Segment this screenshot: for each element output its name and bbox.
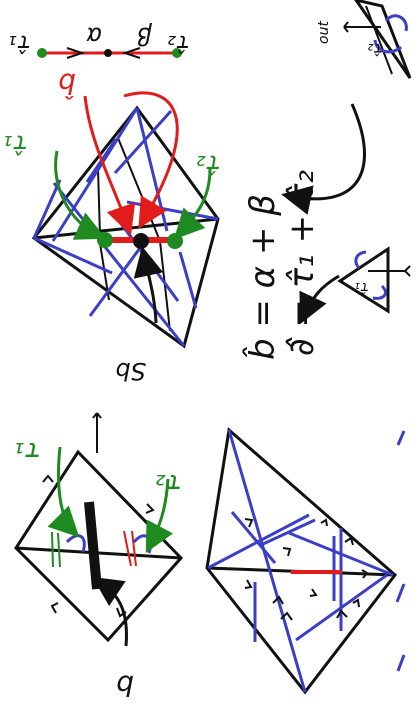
left-tau2-label: τ₂ [156, 468, 182, 498]
left-tau1-label: τ₁ [15, 436, 41, 466]
loop-tau1-label: τ̂₁ [355, 279, 369, 295]
out-label: out [316, 21, 332, 44]
green-tau1-label: τ̂₁ [4, 130, 28, 158]
equation-area: b̂ = α + β ∂̂ = τ̂₁ + τ̂₂ [242, 104, 365, 360]
mini-tau1-label: τ̂₁ [9, 30, 31, 55]
triangle-tau2-label: τ̂₂ [368, 40, 383, 58]
sigma-label: b̂ [58, 67, 76, 100]
right-edge-marks [397, 431, 404, 671]
green-tau2-label: τ̂₂ [197, 150, 221, 178]
loop-triangle: τ̂₁ [340, 249, 410, 311]
out-triangle: τ̂₂ out [316, 0, 410, 78]
equation-line-1: b̂ = α + β [242, 194, 283, 360]
mini-beta-label: β [137, 22, 153, 50]
mini-tau2-label: τ̂₂ [168, 30, 190, 55]
left-b-label: b [116, 669, 134, 702]
right-triangle [207, 430, 395, 692]
mini-alpha-label: α [86, 22, 102, 50]
mini-segment-diagram: τ̂₁ α β τ̂₂ [9, 22, 190, 58]
central-triangle-diagram: b̂ τ̂₁ τ̂₂ Sb [4, 67, 221, 385]
sb-label: Sb [116, 357, 146, 385]
left-triangle: τ₁ τ₂ b [15, 413, 182, 702]
